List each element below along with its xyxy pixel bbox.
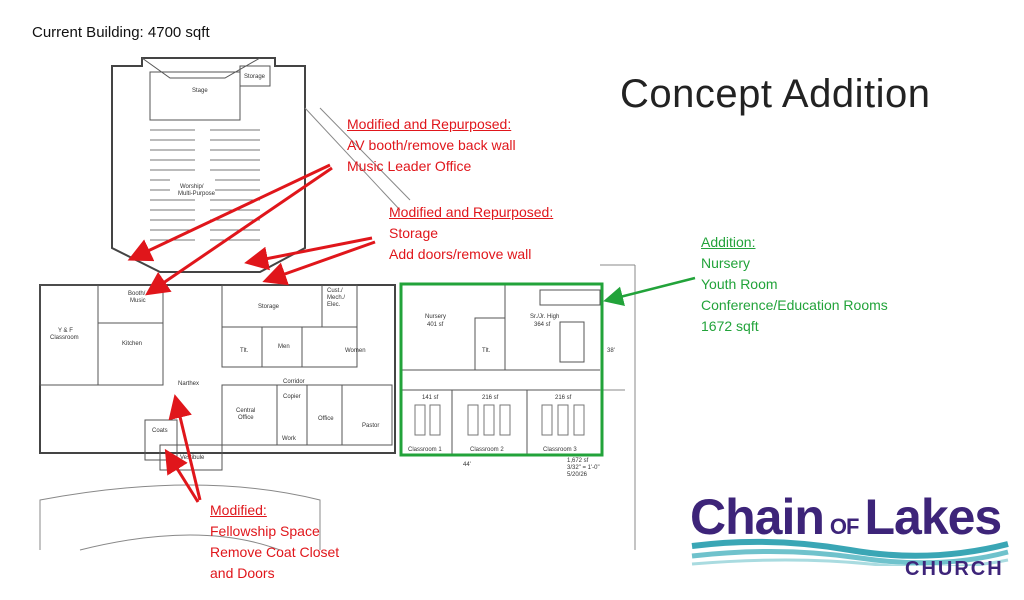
room-label: Work [282, 436, 297, 442]
room-label: Sr./Jr. High [530, 314, 559, 320]
room-label: Elec. [327, 302, 341, 308]
addition-outline [399, 282, 604, 457]
room-label: Central [236, 408, 255, 414]
note-line: Remove Coat Closet [210, 544, 340, 560]
room-label: Booth/ [128, 291, 146, 297]
room-label: Classroom [50, 335, 79, 341]
arrow-addition [603, 276, 696, 307]
room-label: Cust./ [327, 288, 343, 294]
logo-church-text: CHURCH [905, 558, 1004, 580]
room-label: 216 sf [482, 395, 499, 401]
room-label: Multi-Purpose [178, 191, 216, 197]
note-storage: Modified and Repurposed: Storage Add doo… [389, 202, 553, 265]
page-title: Concept Addition [620, 72, 931, 116]
room-label: Y & F [58, 328, 73, 334]
room-label: 141 sf [422, 395, 439, 401]
note-line: AV booth/remove back wall [347, 137, 516, 153]
room-label: Nursery [425, 314, 446, 320]
note-line: Storage [389, 225, 439, 241]
room-label: 216 sf [555, 395, 572, 401]
room-label: Kitchen [122, 341, 142, 347]
room-label: Worship/ [180, 184, 204, 190]
arrow-storage-2 [262, 240, 376, 286]
room-label: Office [238, 415, 254, 421]
arrow-fellow-2 [168, 394, 202, 501]
note-line: Add doors/remove wall [389, 246, 532, 262]
logo-lakes-text: Lakes [864, 489, 1002, 545]
room-label: Pastor [362, 423, 379, 429]
room-label: 401 sf [427, 322, 444, 328]
note-addition: Addition: Nursery Youth Room Conference/… [701, 232, 888, 337]
room-label: 364 sf [534, 322, 551, 328]
note-line: and Doors [210, 565, 275, 581]
current-building-label: Current Building: 4700 sqft [32, 24, 210, 41]
room-label: Tlt. [482, 348, 491, 354]
room-label: Storage [258, 304, 280, 310]
area-note: 3/32" = 1'-0" [567, 465, 600, 471]
room-label: Vestibule [180, 455, 205, 461]
arrow-av-2 [145, 166, 333, 296]
room-label: Music [130, 298, 146, 304]
room-label: Narthex [178, 381, 199, 387]
arrow-av-1 [127, 163, 331, 262]
dimension-label: 38' [607, 348, 615, 354]
logo-chain-text: Chain [690, 489, 825, 545]
note-fellowship: Modified: Fellowship Space Remove Coat C… [210, 500, 339, 584]
area-note: 1,672 sf [567, 458, 589, 464]
room-label: Office [318, 416, 334, 422]
note-line: Conference/Education Rooms [701, 297, 888, 313]
room-label: Copier [283, 394, 301, 400]
room-label: Classroom 3 [543, 447, 577, 453]
room-label: Classroom 1 [408, 447, 442, 453]
room-label: Storage [244, 74, 266, 80]
room-label: Corridor [283, 379, 305, 385]
note-heading: Modified: [210, 502, 267, 518]
note-av-booth: Modified and Repurposed: AV booth/remove… [347, 114, 516, 177]
note-heading: Addition: [701, 234, 756, 250]
note-heading: Modified and Repurposed: [389, 204, 554, 220]
room-label: Mech./ [327, 295, 345, 301]
room-label: Men [278, 344, 290, 350]
arrow-storage-1 [244, 236, 373, 271]
room-label: Women [345, 348, 366, 354]
room-label: Stage [192, 88, 208, 94]
arrow-fellow-1 [164, 448, 200, 503]
note-line: 1672 sqft [701, 318, 759, 334]
logo-of-text: OF [829, 514, 860, 539]
note-line: Music Leader Office [347, 158, 472, 174]
room-label: Classroom 2 [470, 447, 504, 453]
note-line: Fellowship Space [210, 523, 320, 539]
note-line: Youth Room [701, 276, 778, 292]
area-note: 5/20/26 [567, 472, 588, 478]
logo-waves-icon [691, 538, 1009, 566]
note-heading: Modified and Repurposed: [347, 116, 512, 132]
dimension-label: 44' [463, 462, 471, 468]
room-label: Coats [152, 428, 168, 434]
note-line: Nursery [701, 255, 751, 271]
room-label: Tlt. [240, 348, 249, 354]
